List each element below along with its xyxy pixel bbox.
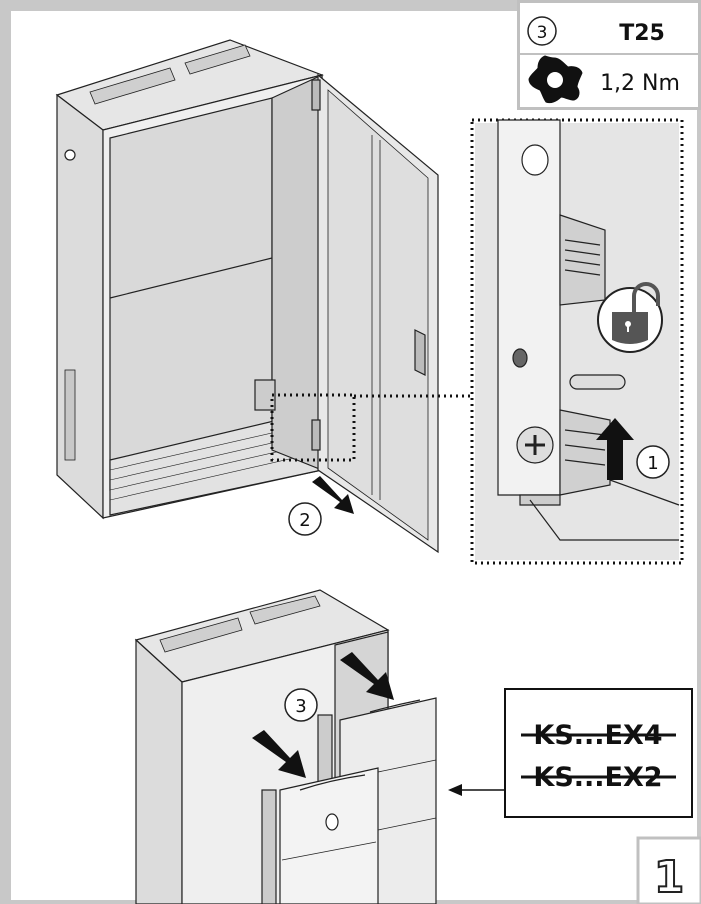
callout-step-1: 1 xyxy=(636,445,670,479)
page-number: 1 xyxy=(654,852,685,903)
models-box: KS...EX4 KS...EX2 xyxy=(504,688,693,818)
divider xyxy=(520,53,698,55)
svg-text:2: 2 xyxy=(299,510,310,531)
svg-text:3: 3 xyxy=(537,23,548,43)
svg-text:3: 3 xyxy=(295,696,306,717)
callout-step-3-tool: 3 xyxy=(527,16,557,46)
zoom-detail-hinge xyxy=(475,119,680,560)
cabinet-open-door xyxy=(55,39,439,554)
unlock-icon xyxy=(597,282,663,353)
arrow-up-icon xyxy=(596,418,634,480)
callout-step-2: 2 xyxy=(288,502,322,536)
arrow-down-right-icon xyxy=(252,652,394,778)
arrow-left-icon xyxy=(448,784,505,796)
page-number-box: 1 xyxy=(636,836,701,904)
svg-text:1: 1 xyxy=(647,453,658,474)
bit-size: T25 xyxy=(619,21,665,46)
tool-spec-box: 3 T25 1,2 Nm xyxy=(517,0,701,110)
torx-icon xyxy=(528,55,583,104)
zoom-indicator xyxy=(270,118,684,565)
arrow-down-right-icon xyxy=(312,476,354,514)
callout-step-3: 3 xyxy=(284,688,318,722)
cabinet-with-panels xyxy=(134,589,437,904)
torque-value: 1,2 Nm xyxy=(600,71,680,96)
